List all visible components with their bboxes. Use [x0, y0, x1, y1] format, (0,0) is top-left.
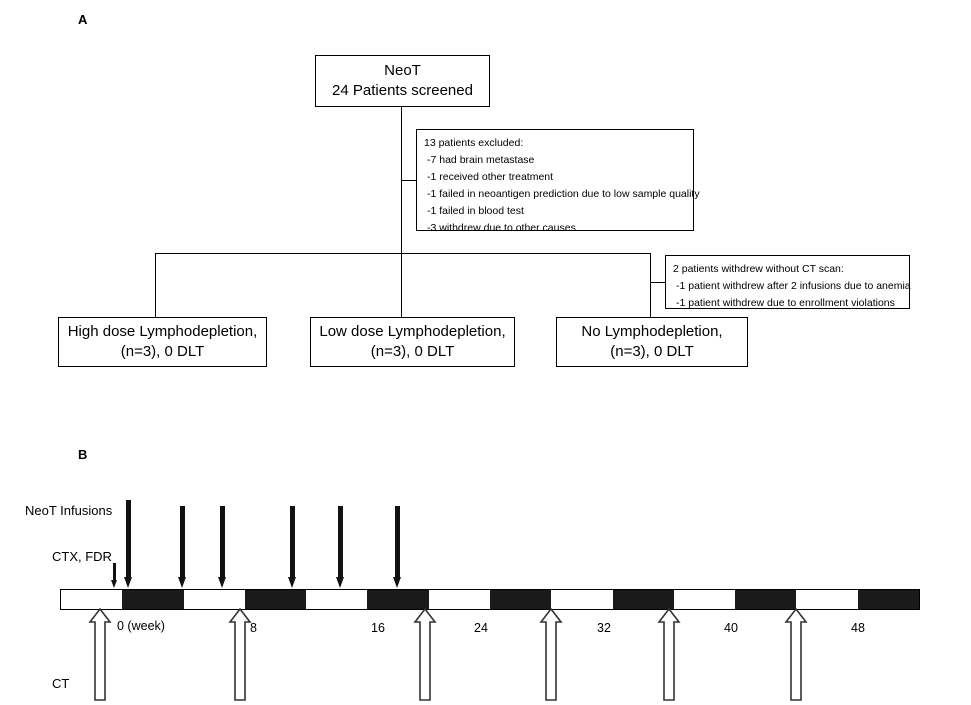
ct-arrow-icon-6	[784, 607, 808, 701]
label-ctx-fdr: CTX, FDR	[52, 549, 112, 564]
tick-label-24: 24	[474, 621, 488, 635]
exclusion-heading: 13 patients excluded:	[424, 137, 524, 149]
tick-label-48: 48	[851, 621, 865, 635]
exclusion-item-2: -1 failed in neoantigen prediction due t…	[427, 188, 700, 200]
tick-label-0: 0 (week)	[117, 619, 165, 633]
withdrawal-item-1: -1 patient withdrew due to enrollment vi…	[676, 297, 895, 309]
ct-arrow-icon-3	[413, 607, 437, 701]
ct-arrow-icon-5	[657, 607, 681, 701]
timeline-segment-11	[735, 590, 797, 609]
flow-box-arm-high-dose: High dose Lymphodepletion, (n=3), 0 DLT	[58, 317, 267, 367]
timeline-segment-9	[612, 590, 674, 609]
flow-box-screened: NeoT 24 Patients screened	[315, 55, 490, 107]
timeline-segment-13	[857, 590, 919, 609]
connector-to-withdrawal-note	[650, 282, 665, 284]
flow-box-arm-low-dose: Low dose Lymphodepletion, (n=3), 0 DLT	[310, 317, 515, 367]
timeline-segment-8	[551, 590, 613, 609]
label-neot-infusions: NeoT Infusions	[25, 503, 113, 518]
timeline-segment-1	[122, 590, 184, 609]
timeline-segment-6	[428, 590, 490, 609]
connector-to-exclusion-note	[401, 180, 416, 182]
withdrawal-note-box: 2 patients withdrew without CT scan: -1 …	[665, 255, 911, 309]
timeline-segment-5	[367, 590, 429, 609]
panel-label-a: A	[78, 12, 88, 27]
tick-label-32: 32	[597, 621, 611, 635]
connector-drop-arm-3	[650, 253, 652, 317]
arm-1-line1: High dose Lymphodepletion,	[67, 322, 258, 340]
timeline-segment-4	[306, 590, 368, 609]
timeline-segment-7	[489, 590, 552, 609]
label-ct: CT	[52, 676, 70, 691]
arm-3-line2: (n=3), 0 DLT	[610, 343, 694, 360]
panel-label-b: B	[78, 447, 88, 462]
timeline-segment-2	[183, 590, 245, 609]
exclusion-item-1: -1 received other treatment	[427, 171, 554, 183]
timeline-segment-10	[673, 590, 736, 609]
infusion-arrow-icon-1	[124, 500, 133, 588]
ct-arrow-icon-4	[539, 607, 563, 701]
connector-drop-arm-2	[401, 253, 403, 317]
tick-label-40: 40	[724, 621, 738, 635]
tick-label-8: 8	[250, 621, 257, 635]
tick-label-16: 16	[371, 621, 385, 635]
arm-1-line2: (n=3), 0 DLT	[120, 343, 205, 360]
arm-2-line1: Low dose Lymphodepletion,	[319, 322, 506, 340]
infusion-arrow-icon-2	[178, 506, 187, 588]
arm-2-line2: (n=3), 0 DLT	[370, 343, 455, 360]
infusion-arrow-icon-5	[336, 506, 345, 588]
screened-title: NeoT	[384, 61, 421, 79]
timeline-segment-0	[61, 590, 123, 609]
ct-arrow-icon-2	[228, 607, 252, 701]
flow-box-arm-no-depletion: No Lymphodepletion, (n=3), 0 DLT	[556, 317, 748, 367]
infusion-arrow-icon-6	[393, 506, 402, 588]
exclusion-note-box: 13 patients excluded: -7 had brain metas…	[416, 129, 700, 234]
ctx-fdr-arrow-icon	[111, 563, 118, 588]
withdrawal-item-0: -1 patient withdrew after 2 infusions du…	[676, 280, 911, 292]
exclusion-item-4: -3 withdrew due to other causes	[427, 222, 576, 234]
exclusion-item-0: -7 had brain metastase	[427, 154, 535, 166]
ct-arrow-icon-1	[88, 607, 112, 701]
timeline-bar	[60, 589, 920, 610]
connector-arm-splitter	[155, 253, 651, 255]
arm-3-line1: No Lymphodepletion,	[581, 322, 723, 340]
withdrawal-heading: 2 patients withdrew without CT scan:	[673, 263, 844, 275]
infusion-arrow-icon-3	[218, 506, 227, 588]
connector-drop-arm-1	[155, 253, 157, 317]
timeline-segment-12	[796, 590, 858, 609]
timeline-segment-3	[244, 590, 307, 609]
exclusion-item-3: -1 failed in blood test	[427, 205, 524, 217]
screened-count: 24 Patients screened	[332, 82, 473, 99]
infusion-arrow-icon-4	[288, 506, 297, 588]
